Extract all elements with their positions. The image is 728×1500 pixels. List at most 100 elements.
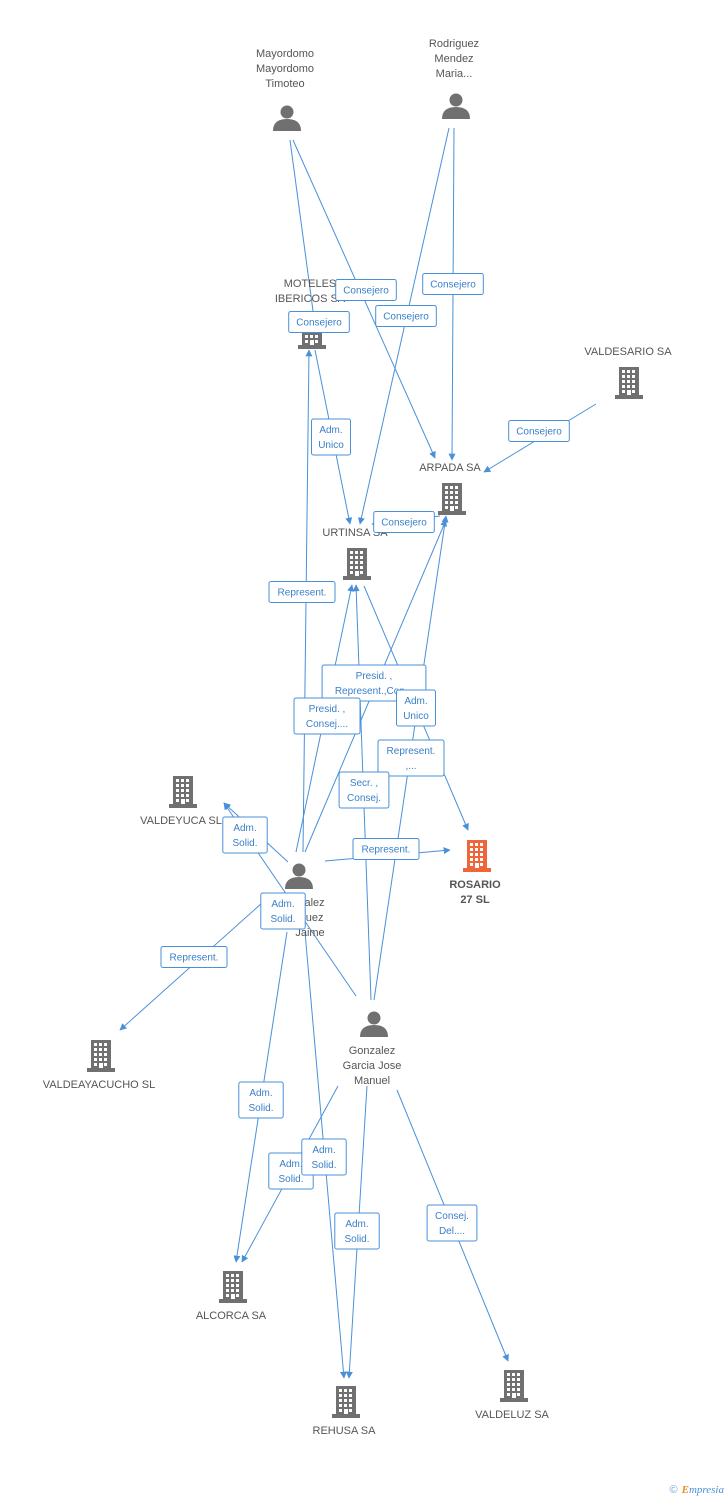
node-rehusa[interactable]: REHUSA SA — [313, 1386, 377, 1437]
edge-label-box — [260, 892, 306, 930]
edge-label-text: Consej. — [435, 1211, 469, 1222]
node-valdeluz[interactable]: VALDELUZ SA — [475, 1370, 550, 1421]
person-icon — [442, 93, 470, 119]
edge-labels-layer: ConsejeroConsejeroConsejeroConsejeroCons… — [160, 273, 570, 1250]
edge-label-text: Adm. — [319, 425, 342, 436]
node-urtinsa[interactable]: URTINSA SA — [322, 527, 388, 580]
edge-label-box — [268, 581, 336, 603]
edge-label-box — [352, 838, 420, 860]
node-label: Mayordomo — [256, 63, 314, 75]
node-label: ALCORCA SA — [196, 1310, 267, 1322]
node-arpada[interactable]: ARPADA SA — [419, 462, 481, 515]
edge-label-e14[interactable]: Represent. — [352, 838, 420, 860]
edge-label-box — [160, 946, 228, 968]
building-icon — [438, 483, 466, 515]
edge-label-text: Consej. — [347, 793, 381, 804]
edge-label-e11[interactable]: Adm.Unico — [396, 689, 436, 727]
node-valdesario[interactable]: VALDESARIO SA — [584, 346, 672, 399]
edge-label-e22[interactable]: Consej.Del.... — [426, 1204, 478, 1242]
edge-label-text: Unico — [318, 440, 344, 451]
copyright-icon: © — [669, 1484, 678, 1496]
edge-label-text: Consejero — [430, 280, 476, 291]
node-label: VALDEYUCA SL — [140, 815, 222, 827]
edge-label-text: Adm. — [249, 1088, 272, 1099]
edge-label-e10[interactable]: Presid. ,Consej.... — [293, 697, 361, 735]
node-valdeyuca[interactable]: VALDEYUCA SL — [140, 776, 222, 827]
building-icon — [463, 840, 491, 872]
edge-label-e7[interactable]: Consejero — [373, 511, 435, 533]
edge-label-box — [426, 1204, 478, 1242]
edge-label-e12[interactable]: Represent.,... — [377, 739, 445, 777]
node-label: Mendez — [434, 53, 473, 65]
edge-label-text: Solid. — [232, 838, 257, 849]
node-label: Jaime — [295, 927, 324, 939]
footer-brand: ©Empresia — [670, 1484, 725, 1496]
node-alcorca[interactable]: ALCORCA SA — [196, 1271, 267, 1322]
node-label: Manuel — [354, 1075, 390, 1087]
edge-label-text: Solid. — [248, 1103, 273, 1114]
edge-label-text: Adm. — [345, 1219, 368, 1230]
person-icon — [273, 105, 301, 131]
edge-label-e5[interactable]: Consejero — [508, 420, 570, 442]
edge-label-text: Unico — [403, 711, 429, 722]
node-rosario[interactable]: ROSARIO 27 SL — [449, 840, 501, 906]
edge-label-text: Adm. — [279, 1159, 302, 1170]
edge-label-e17[interactable]: Represent. — [160, 946, 228, 968]
edge-label-e16[interactable]: Adm.Solid. — [260, 892, 306, 930]
edge-label-text: Represent. — [170, 953, 219, 964]
edge-label-box — [508, 420, 570, 442]
node-rodriguez[interactable]: RodriguezMendezMaria... — [429, 38, 479, 119]
edge-label-box — [373, 511, 435, 533]
edge-label-text: Presid. , — [309, 704, 346, 715]
edge-label-e21[interactable]: Adm.Solid. — [334, 1212, 380, 1250]
edge-label-box — [338, 771, 390, 809]
edge-label-box — [301, 1138, 347, 1176]
edge-label-box — [334, 1212, 380, 1250]
node-label: 27 SL — [460, 894, 490, 906]
brand-logo[interactable]: Empresia — [681, 1484, 724, 1496]
edge-label-e13[interactable]: Secr. ,Consej. — [338, 771, 390, 809]
edge-label-box — [311, 418, 351, 456]
node-label: URTINSA SA — [322, 527, 388, 539]
edge-label-box — [238, 1081, 284, 1119]
edge-label-box — [293, 697, 361, 735]
edges-layer — [119, 127, 597, 1379]
edge-label-e3[interactable]: Consejero — [375, 305, 437, 327]
building-icon — [615, 367, 643, 399]
node-valdeayacucho[interactable]: VALDEAYACUCHO SL — [43, 1040, 155, 1091]
edge-label-text: Presid. , — [356, 671, 393, 682]
node-label: MOTELES — [284, 278, 337, 290]
edge-label-e1[interactable]: Consejero — [288, 311, 350, 333]
node-label: IBERICOS SA — [275, 293, 346, 305]
edge-label-box — [396, 689, 436, 727]
edge-label-text: Consejero — [296, 318, 342, 329]
edge-label-text: Solid. — [278, 1174, 303, 1185]
edge-label-text: Consejero — [383, 312, 429, 323]
edge-label-text: Represent.,Con... — [335, 686, 413, 697]
building-icon — [343, 548, 371, 580]
edge-label-text: Consejero — [516, 427, 562, 438]
edge-label-text: Represent. — [362, 845, 411, 856]
edge-label-e15[interactable]: Adm.Solid. — [222, 816, 268, 854]
edge-label-box — [222, 816, 268, 854]
node-label: VALDESARIO SA — [584, 346, 672, 358]
edge-label-e8[interactable]: Represent. — [268, 581, 336, 603]
node-label: ROSARIO — [449, 879, 501, 891]
building-icon — [169, 776, 197, 808]
edge-label-text: Consejero — [381, 518, 427, 529]
edge-label-e18[interactable]: Adm. Solid. — [238, 1081, 284, 1119]
edge-label-text: Consejero — [343, 286, 389, 297]
edge-label-e6[interactable]: Adm. Unico — [311, 418, 351, 456]
edge-label-text: Solid. — [270, 914, 295, 925]
node-label: Maria... — [436, 68, 473, 80]
edge-label-box — [422, 273, 484, 295]
edge-label-e2[interactable]: Consejero — [335, 279, 397, 301]
edge-label-box — [335, 279, 397, 301]
edge-label-e4[interactable]: Consejero — [422, 273, 484, 295]
edge-label-e20[interactable]: Adm.Solid. — [301, 1138, 347, 1176]
node-label: Rodriguez — [429, 38, 479, 50]
node-label: VALDEAYACUCHO SL — [43, 1079, 155, 1091]
